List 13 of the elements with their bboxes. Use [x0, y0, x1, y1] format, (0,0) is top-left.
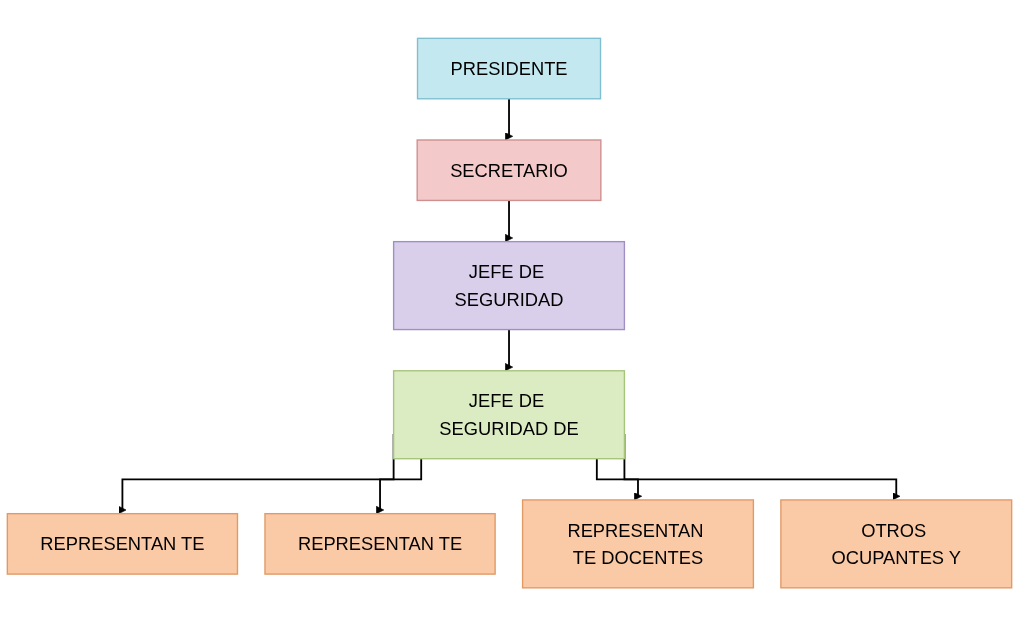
arrow: [505, 328, 514, 372]
node-box: PRESIDENTE: [416, 37, 602, 100]
node-box: JEFE DE SEGURIDAD: [392, 240, 626, 331]
node-box: OTROS OCUPANTES Y: [780, 499, 1013, 589]
node-box: REPRESENTAN TE DOCENTES: [521, 499, 755, 589]
node-box: SECRETARIO: [416, 139, 602, 202]
node-box: REPRESENTAN TE: [6, 512, 239, 575]
node-box: REPRESENTAN TE: [264, 512, 496, 575]
node-box: JEFE DE SEGURIDAD DE: [392, 370, 626, 460]
arrow: [376, 457, 423, 514]
arrow: [595, 457, 642, 501]
arrow: [505, 97, 514, 141]
arrow: [505, 199, 514, 242]
